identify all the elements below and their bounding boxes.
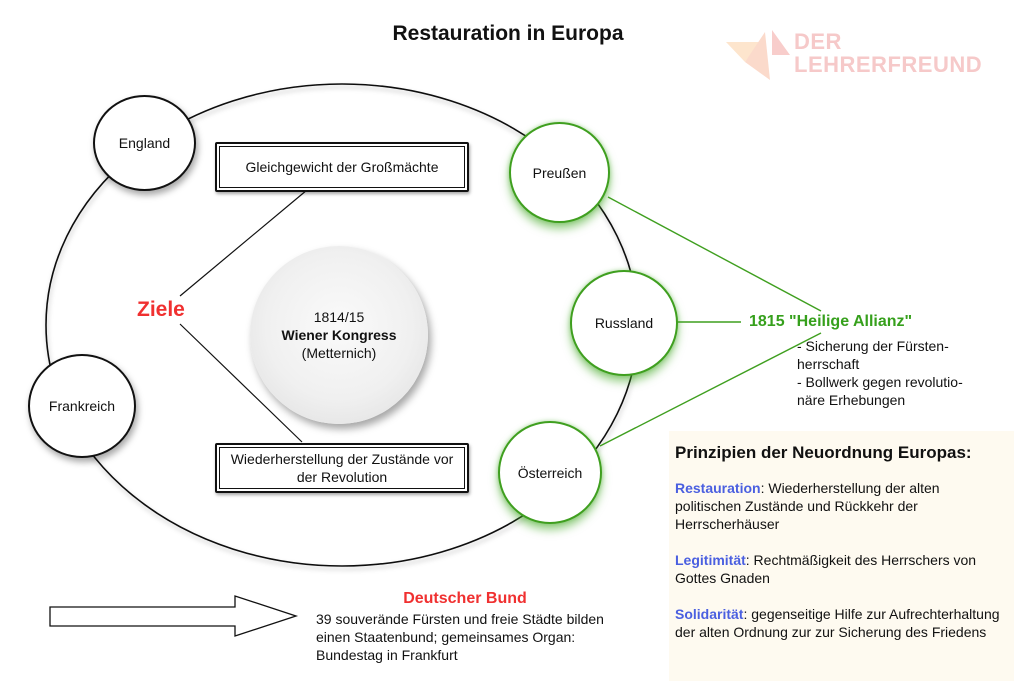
alliance-point: - Bollwerk gegen revolutio- [797,374,963,390]
brand-logo: DER LEHRERFREUND [724,30,1004,85]
principles-panel: Prinzipien der Neuordnung Europas: Resta… [669,431,1014,681]
wiener-kongress-node: 1814/15 Wiener Kongress (Metternich) [250,246,428,424]
goal-text: Wiederherstellung der Zustände vor der R… [219,447,465,489]
power-label: Österreich [517,464,583,481]
page-title-text: Restauration in Europa [392,22,624,45]
alliance-point: herrschaft [797,356,860,372]
alliance-line-oesterreich [599,332,822,447]
arrow-icon [49,595,299,637]
logo-line-2: LEHRERFREUND [794,52,983,77]
german-confederation-title: Deutscher Bund [403,590,527,607]
holy-alliance-title: 1815 "Heilige Allianz" [749,313,913,330]
power-node-russland: Russland [570,270,678,376]
goal-connector-top [179,189,308,297]
principle-term: Solidarität [675,606,744,622]
principle-text: : Wiederherstellung der alten politische… [675,480,940,532]
principles-heading: Prinzipien der Neuordnung Europas: [675,443,972,462]
page-title: Restauration in Europa [0,22,1020,46]
confederation-line: einen Staatenbund; gemeinsames Organ: [316,629,576,645]
principle-text: : Rechtmäßigkeit des Herrschers von Gott… [675,552,977,586]
alliance-line-preussen [607,196,822,312]
power-node-preussen: Preußen [509,122,610,223]
confederation-line: Bundestag in Frankfurt [316,647,458,663]
principle-solidaritaet: Solidarität: gegenseitige Hilfe zur Aufr… [675,605,1008,641]
power-label: Frankreich [48,398,116,414]
goal-connector-bottom [179,323,303,443]
holy-alliance-points: - Sicherung der Fürsten- herrschaft - Bo… [797,337,963,409]
alliance-point: - Sicherung der Fürsten- [797,338,949,354]
german-confederation-text: 39 souverände Fürsten und freie Städte b… [316,610,646,664]
goal-text: Gleichgewicht der Großmächte [219,146,465,188]
power-node-england: England [93,95,196,191]
principle-term: Legitimität [675,552,746,568]
power-node-frankreich: Frankreich [28,354,136,458]
principle-text: : gegenseitige Hilfe zur Aufrechterhaltu… [675,606,1000,640]
power-label: England [118,135,171,151]
goal-box-restoration: Wiederherstellung der Zustände vor der R… [215,443,469,493]
principle-term: Restauration [675,480,761,496]
logo-icon [726,30,790,80]
principle-legitimitaet: Legitimität: Rechtmäßigkeit des Herrsche… [675,551,1008,587]
logo-wordmark: DER LEHRERFREUND [794,30,982,76]
goals-label: Ziele [137,298,185,321]
congress-year: 1814/15 [313,309,365,325]
confederation-line: 39 souverände Fürsten und freie Städte b… [316,611,604,627]
principle-restauration: Restauration: Wiederherstellung der alte… [675,479,1008,533]
goal-box-balance: Gleichgewicht der Großmächte [215,142,469,192]
power-node-oesterreich: Österreich [498,421,602,524]
congress-person: (Metternich) [301,345,377,361]
alliance-point: näre Erhebungen [797,392,906,408]
power-label: Russland [594,315,654,331]
logo-line-1: DER [794,29,842,54]
congress-name: Wiener Kongress [281,327,397,343]
power-label: Preußen [532,164,587,181]
